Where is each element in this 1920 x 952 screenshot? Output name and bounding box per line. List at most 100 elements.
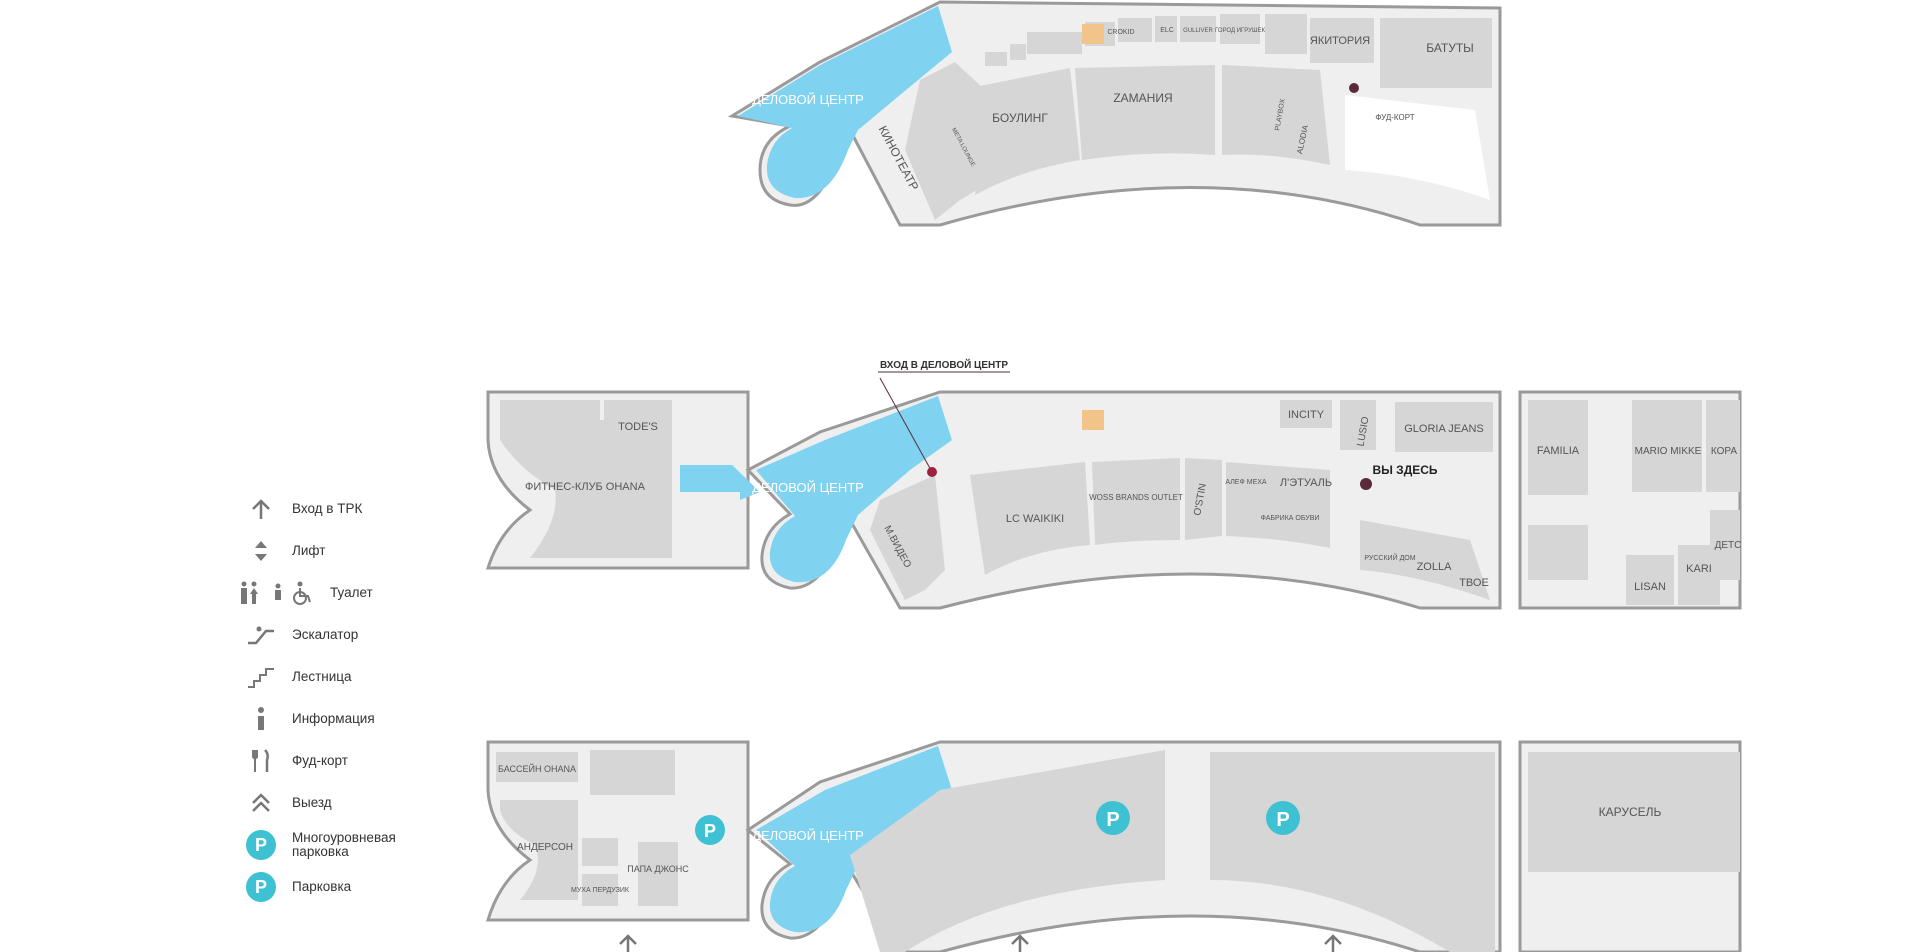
legend-toilet-label: Туалет [330, 585, 373, 600]
floor1-parking-mid-text: P [1106, 809, 1119, 831]
floor2-rusdom-label: РУССКИЙ ДОМ [1364, 553, 1415, 562]
floor1-andersen-label: АНДЕРСОН [517, 842, 573, 853]
floor1-parking-left-text: P [704, 821, 716, 841]
elevator-icon [230, 535, 292, 567]
floor3-gorod-label: ГОРОД ИГРУШЕК [1215, 28, 1265, 34]
floor2-todes-label: TODE'S [618, 421, 658, 433]
map-legend: Вход в ТРК Лифт Туалет Эскалатор Лестниц… [230, 488, 430, 908]
floor3-shops-mid[interactable] [1222, 65, 1330, 165]
floor2-deti[interactable] [1710, 510, 1740, 580]
parking-icon: P [230, 871, 292, 903]
legend-multilevel-parking-label: Многоуровневая парковка [292, 830, 396, 859]
floor2-incity[interactable] [1280, 400, 1332, 428]
floor1-mukha-label: МУХА ПЕРДУЗИК [571, 887, 630, 894]
floor1-pool-label: БАССЕЙН OHANA [498, 763, 576, 774]
floor3-foodcourt-area[interactable] [1345, 95, 1490, 200]
floor3-yakitoria[interactable] [1310, 18, 1374, 63]
floor1-info-box[interactable] [582, 838, 618, 866]
floor3-zamania-label: ZАМАНИЯ [1113, 91, 1172, 105]
legend-parking-label: Парковка [292, 879, 352, 894]
floor2-ostin[interactable] [1185, 458, 1222, 540]
floor1-mukha[interactable] [582, 874, 618, 906]
legend-foodcourt-label: Фуд-корт [292, 753, 348, 768]
floor1-parking-west[interactable] [850, 750, 1165, 952]
floor1-business-center-label: ДЕЛОВОЙ ЦЕНТР [752, 828, 864, 843]
floor2-entrance-label: ВХОД В ДЕЛОВОЙ ЦЕНТР [880, 358, 1008, 371]
floor1-karusel[interactable] [1528, 752, 1740, 872]
floor1-papa[interactable] [638, 842, 678, 906]
legend-exit: Выезд [230, 782, 430, 824]
floor1-andersen[interactable] [500, 800, 578, 900]
floor1-business-center[interactable] [756, 746, 952, 933]
legend-escalator-label: Эскалатор [292, 627, 359, 642]
floor1-pool[interactable] [496, 752, 578, 782]
floor2-business-center-label: ДЕЛОВОЙ ЦЕНТР [752, 480, 864, 495]
floor3-batuty-label: БАТУТЫ [1426, 41, 1474, 55]
floor2-mario[interactable] [1632, 400, 1702, 492]
floor2-deti-label: ДЕТС [1715, 540, 1742, 551]
floor2-lusio[interactable] [1340, 400, 1376, 450]
legend-foodcourt: Фуд-корт [230, 740, 430, 782]
legend-info: Информация [230, 698, 430, 740]
legend-exit-label: Выезд [292, 795, 332, 810]
floor3-batuty[interactable] [1380, 18, 1492, 88]
floor2-mario-label: MARIO MIKKE [1635, 446, 1702, 457]
legend-escalator: Эскалатор [230, 614, 430, 656]
floor3-bowling-label: БОУЛИНГ [992, 111, 1048, 125]
floor2-todes[interactable] [604, 400, 672, 450]
floor2-sportmaster[interactable] [1528, 525, 1588, 580]
arrow-up-icon [230, 493, 292, 525]
floor1-upper-block[interactable] [590, 750, 675, 795]
floor3-bowling[interactable] [960, 68, 1080, 195]
fork-knife-icon [230, 745, 292, 777]
legend-parking: P Парковка [230, 866, 430, 908]
floor3-small-shops [985, 14, 1307, 66]
floor1-parking-badge-mid [1096, 801, 1130, 835]
floor2-business-center[interactable] [756, 396, 952, 583]
stairs-icon [230, 661, 292, 693]
floor3-business-center-label: ДЕЛОВОЙ ЦЕНТР [752, 92, 864, 107]
floor2-bridge[interactable] [680, 465, 760, 500]
floor1-parking-badge-left [695, 815, 725, 845]
floor2-you-are-here-dot [1360, 478, 1372, 490]
floor2-zolla-label: ZOLLA [1417, 561, 1453, 573]
floor2-right-shops[interactable] [1360, 520, 1490, 600]
floor2-gloria[interactable] [1395, 402, 1493, 452]
floor1-entrance-arrows [619, 934, 1342, 952]
floor2-letual-label: Л'ЭТУАЛЬ [1280, 477, 1332, 489]
floor2-lcwaikiki[interactable] [970, 462, 1090, 575]
legend-toilet: Туалет [230, 572, 430, 614]
floor2-mid-shops[interactable] [1226, 462, 1330, 548]
legend-stairs: Лестница [230, 656, 430, 698]
floor-1: P P P БАССЕЙН OHANA АНДЕРСОН ПАПА ДЖОНС … [485, 740, 1742, 952]
multilevel-parking-icon: P [230, 829, 292, 861]
floor3-business-center[interactable] [738, 6, 952, 199]
floor-2: ВХОД В ДЕЛОВОЙ ЦЕНТР ДЕЛОВОЙ ЦЕНТР TODE'… [485, 358, 1742, 610]
legend-info-label: Информация [292, 711, 375, 726]
floor2-woss[interactable] [1092, 458, 1180, 545]
floor3-gulliver-label: GULLIVER [1183, 28, 1213, 34]
legend-elevator: Лифт [230, 530, 430, 572]
floor2-kora[interactable] [1706, 400, 1740, 492]
floor3-cinema[interactable] [905, 62, 985, 220]
floor2-fitness-label: ФИТНЕС-КЛУБ OHANA [525, 481, 646, 493]
floor2-familia[interactable] [1528, 400, 1588, 495]
floor2-entrance-dot [927, 467, 937, 477]
floor1-parking-badge-east [1266, 801, 1300, 835]
legend-stairs-label: Лестница [292, 669, 352, 684]
floor2-kora-label: КОРА [1711, 446, 1737, 457]
floor3-crokid-label: CROKID [1107, 29, 1134, 36]
legend-elevator-label: Лифт [292, 543, 326, 558]
legend-multilevel-parking: P Многоуровневая парковка [230, 824, 430, 866]
floor2-familia-label: FAMILIA [1537, 445, 1580, 457]
floor3-foodcourt-label: ФУД-КОРТ [1375, 113, 1414, 122]
floor-3: ДЕЛОВОЙ ЦЕНТР КИНОТЕАТР БОУЛИНГ ZАМАНИЯ … [727, 0, 1502, 227]
floor3-zamania[interactable] [1075, 65, 1215, 160]
floor2-lisan[interactable] [1626, 555, 1674, 605]
floor2-toilet-badge [1082, 410, 1104, 430]
floor2-mvideo[interactable] [870, 475, 945, 600]
floor2-woss-label: WOSS BRANDS OUTLET [1089, 493, 1183, 502]
floor1-papa-label: ПАПА ДЖОНС [627, 864, 689, 874]
toilet-icon [230, 577, 330, 609]
